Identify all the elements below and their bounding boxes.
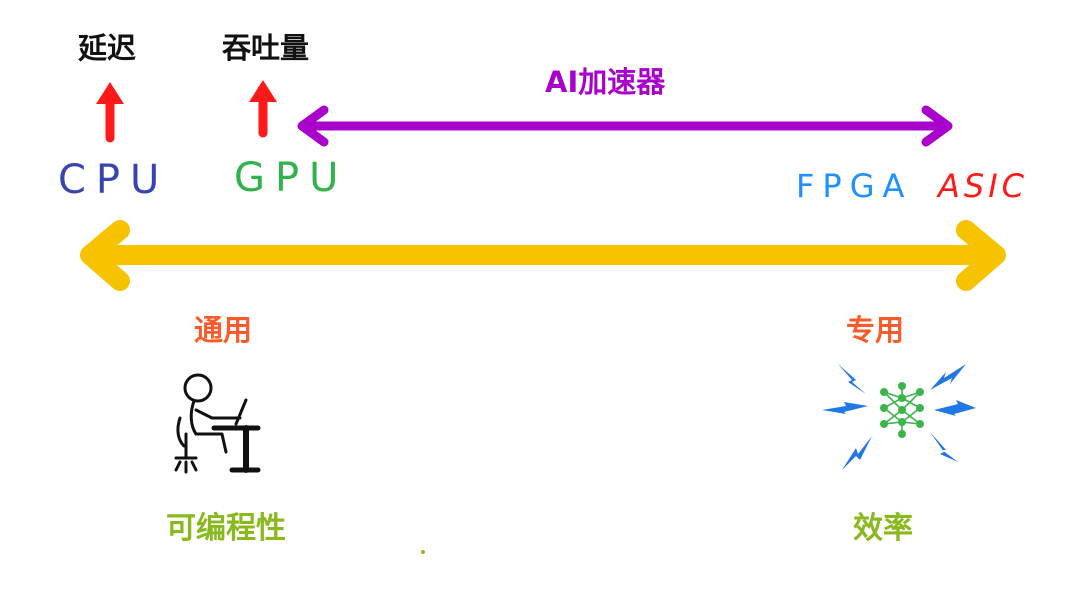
- ai-accelerator-label: AI加速器: [545, 65, 666, 99]
- general-purpose-label: 通用: [194, 313, 253, 347]
- cpu-label: CPU: [58, 157, 170, 203]
- general-specialized-spectrum-arrow: [80, 220, 1006, 291]
- throughput-up-arrow-icon: [249, 80, 277, 138]
- fpga-label: FPGA: [796, 167, 913, 205]
- asic-label: ASIC: [938, 167, 1028, 205]
- programmability-label: 可编程性: [166, 511, 286, 546]
- latency-label: 延迟: [78, 31, 137, 65]
- gpu-label: GPU: [234, 155, 349, 201]
- lightning-bolt-icons: [822, 364, 976, 470]
- efficiency-label: 效率: [853, 511, 913, 546]
- ai-accelerator-range-arrow: [297, 105, 953, 147]
- throughput-label: 吞吐量: [222, 31, 310, 65]
- decorative-dot: [421, 550, 425, 554]
- latency-up-arrow-icon: [96, 82, 124, 143]
- neural-network-icon: [879, 381, 924, 438]
- specialized-label: 专用: [846, 313, 905, 347]
- person-at-computer-icon: [174, 373, 261, 474]
